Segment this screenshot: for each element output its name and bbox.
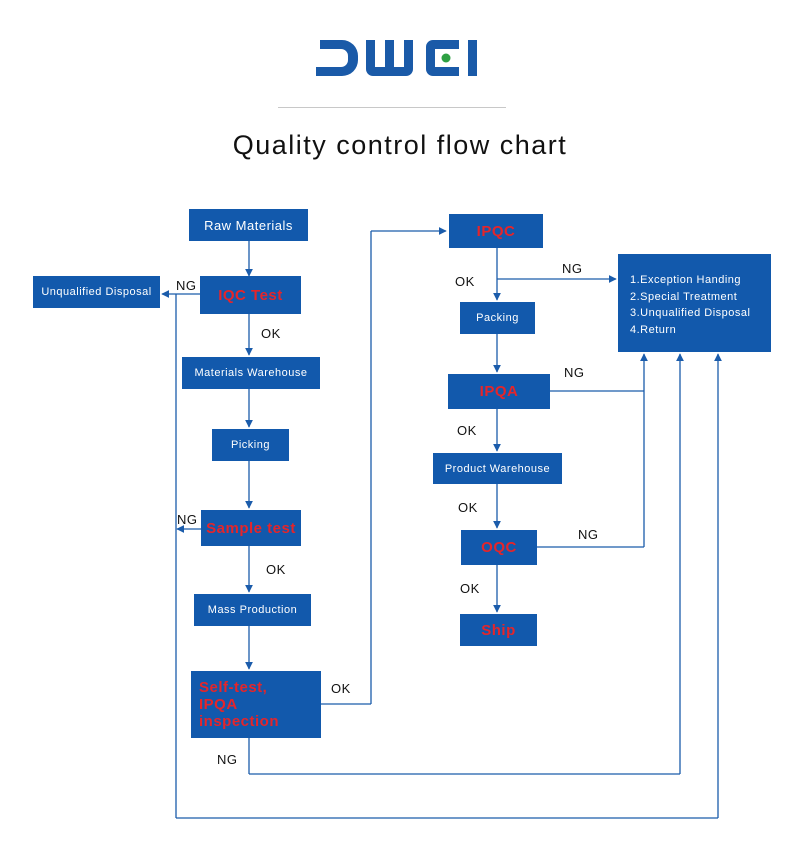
dwei-logo <box>316 40 477 76</box>
handling-item: 2.Special Treatment <box>630 290 738 303</box>
node-ship: Ship <box>460 614 537 646</box>
label-sample-ng: NG <box>177 512 198 527</box>
node-exception-handling: 1.Exception Handing 2.Special Treatment … <box>618 254 771 352</box>
label-sample-ok: OK <box>266 562 286 577</box>
node-raw-materials: Raw Materials <box>189 209 308 241</box>
label-oqc-ng: NG <box>578 527 599 542</box>
node-picking: Picking <box>212 429 289 461</box>
node-packing: Packing <box>460 302 535 334</box>
node-self-test-line2: IPQA inspection <box>199 696 280 730</box>
node-materials-warehouse: Materials Warehouse <box>182 357 320 389</box>
node-mass-production: Mass Production <box>194 594 311 626</box>
label-ipqc-ok: OK <box>455 274 475 289</box>
node-oqc: OQC <box>461 530 537 565</box>
node-iqc-test: IQC Test <box>200 276 301 314</box>
node-self-test: Self-test, IPQA inspection <box>191 671 321 738</box>
label-self-ng: NG <box>217 752 238 767</box>
handling-item: 1.Exception Handing <box>630 274 742 286</box>
page-title: Quality control flow chart <box>232 130 568 160</box>
label-iqc-ng: NG <box>176 278 197 293</box>
label-ipqa-ok: OK <box>457 423 477 438</box>
node-ipqc: IPQC <box>449 214 543 248</box>
handling-item: 4.Return <box>630 323 677 336</box>
label-self-ok: OK <box>331 681 351 696</box>
label-oqc-ok: OK <box>460 581 480 596</box>
header-divider <box>278 107 506 108</box>
label-iqc-ok: OK <box>261 326 281 341</box>
node-unqualified-disposal: Unqualified Disposal <box>33 276 160 308</box>
node-ipqa: IPQA <box>448 374 550 409</box>
node-sample-test: Sample test <box>201 510 301 546</box>
label-pw-ok: OK <box>458 500 478 515</box>
handling-item: 3.Unqualified Disposal <box>630 307 751 319</box>
label-ipqc-ng: NG <box>562 261 583 276</box>
node-product-warehouse: Product Warehouse <box>433 453 562 484</box>
node-self-test-line1: Self-test, <box>199 679 268 696</box>
label-ipqa-ng: NG <box>564 365 585 380</box>
